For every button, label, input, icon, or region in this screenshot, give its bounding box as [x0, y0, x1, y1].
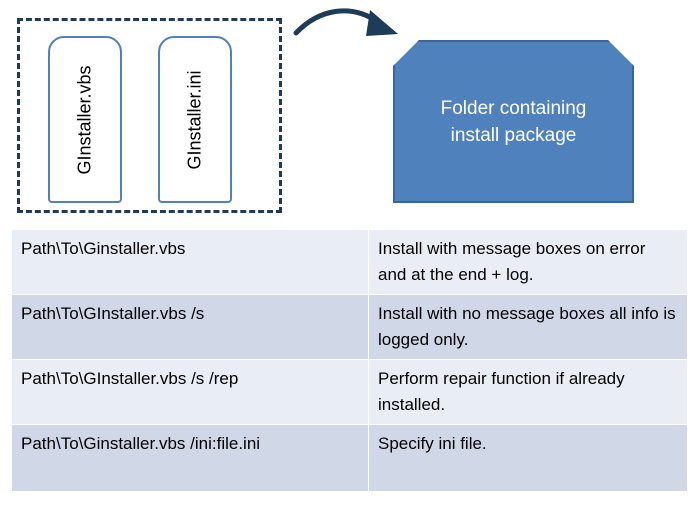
- description-cell: Install with no message boxes all info i…: [368, 294, 688, 360]
- file-ini: GInstaller.ini: [158, 36, 232, 203]
- command-table: Path\To\Ginstaller.vbs Install with mess…: [11, 229, 688, 492]
- files-group: [17, 18, 282, 213]
- command-cell: Path\To\GInstaller.vbs /s: [11, 294, 369, 360]
- command-cell: Path\To\Ginstaller.vbs: [11, 229, 369, 295]
- description-cell: Perform repair function if already insta…: [368, 359, 688, 425]
- file-vbs: GInstaller.vbs: [48, 36, 122, 203]
- command-cell: Path\To\GInstaller.vbs /s /rep: [11, 359, 369, 425]
- folder-shape: Folder containing install package: [393, 40, 634, 203]
- file-ini-label: GInstaller.ini: [184, 69, 205, 170]
- description-cell: Specify ini file.: [368, 424, 688, 492]
- arrow-icon: [293, 8, 398, 36]
- folder-label: Folder containing install package: [440, 97, 587, 146]
- table-row: Path\To\GInstaller.vbs /s /rep Perform r…: [11, 359, 688, 425]
- description-cell: Install with message boxes on error and …: [368, 229, 688, 295]
- command-cell: Path\To\Ginstaller.vbs /ini:file.ini: [11, 424, 369, 492]
- file-vbs-label: GInstaller.vbs: [74, 64, 95, 175]
- table-row: Path\To\Ginstaller.vbs /ini:file.ini Spe…: [11, 424, 688, 492]
- table-row: Path\To\GInstaller.vbs /s Install with n…: [11, 294, 688, 360]
- table-row: Path\To\Ginstaller.vbs Install with mess…: [11, 229, 688, 295]
